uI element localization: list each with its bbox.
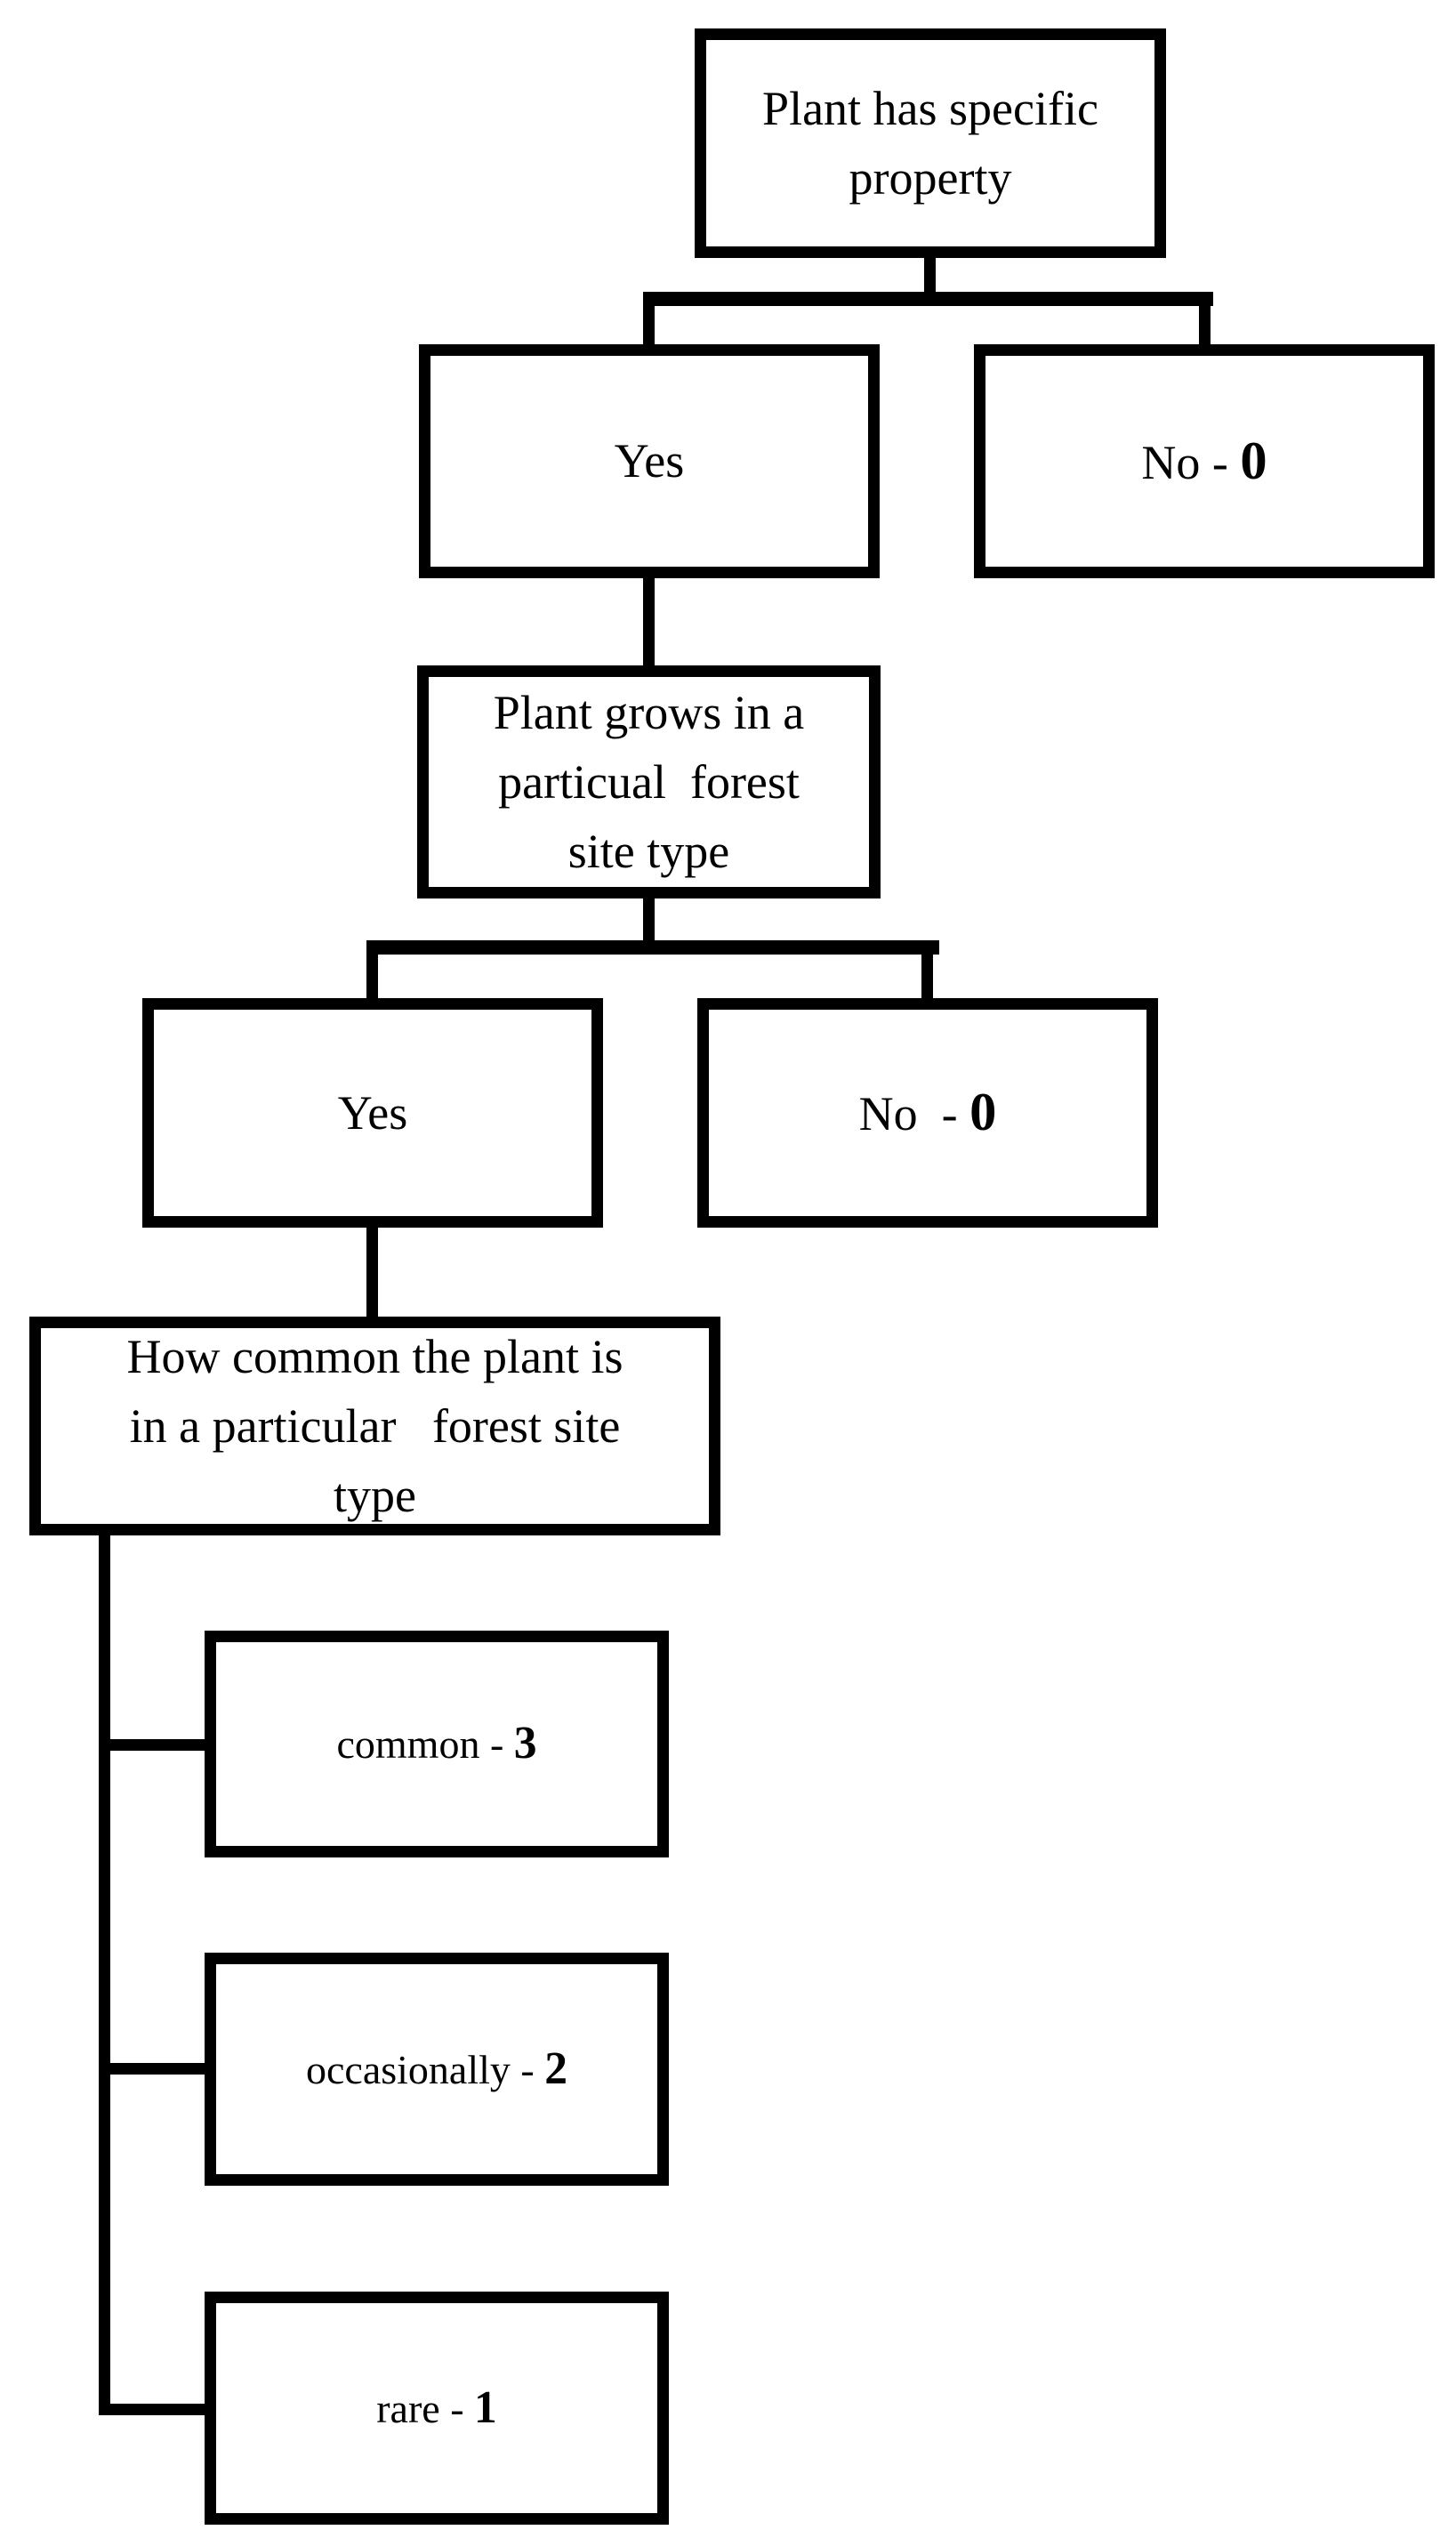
node-common-3: common - 3: [205, 1631, 669, 1857]
node-plant-grows-in-forest-site-type: Plant grows in a particual forest site t…: [417, 665, 881, 898]
node-label: Yes: [337, 1085, 408, 1140]
connector-level2-horizontal: [366, 940, 939, 955]
node-label: Plant grows in a particual forest site t…: [493, 685, 805, 879]
node-label: How common the plant is in a particular …: [126, 1329, 623, 1523]
node-score: 3: [513, 1718, 537, 1769]
node-no-level2: No - 0: [697, 998, 1158, 1228]
node-score: 0: [1240, 431, 1267, 491]
connector-drop-yes2: [366, 955, 378, 1001]
node-score: 2: [544, 2043, 567, 2094]
connector-level1-horizontal: [643, 292, 1213, 306]
connector-grows-down: [643, 897, 655, 946]
connector-drop-no1: [1199, 306, 1211, 347]
node-label: No -: [1141, 435, 1241, 489]
connector-stub-occasionally: [110, 2063, 208, 2075]
node-how-common-plant-is: How common the plant is in a particular …: [29, 1317, 720, 1535]
node-score: 0: [969, 1083, 997, 1143]
node-occasionally-2: occasionally - 2: [205, 1953, 669, 2186]
node-label: occasionally -: [306, 2046, 545, 2092]
connector-yes2-to-how-common: [366, 1226, 378, 1319]
node-label: No -: [858, 1087, 970, 1141]
connector-stub-common: [110, 1739, 208, 1751]
connector-stub-rare: [110, 2404, 208, 2415]
node-rare-1: rare - 1: [205, 2292, 669, 2525]
node-label: rare -: [376, 2385, 475, 2431]
node-yes-level2: Yes: [142, 998, 603, 1228]
connector-leaf-trunk: [99, 1534, 110, 2415]
connector-drop-yes1: [643, 306, 655, 347]
connector-drop-no2: [921, 955, 933, 1001]
connector-root-down: [924, 256, 936, 297]
connector-yes1-to-grows: [643, 576, 655, 668]
node-yes-level1: Yes: [419, 344, 880, 578]
node-label: Yes: [614, 434, 685, 488]
node-plant-has-specific-property: Plant has specific property: [695, 28, 1166, 258]
node-label: common -: [336, 1721, 514, 1768]
node-score: 1: [474, 2381, 497, 2433]
node-label: Plant has specific property: [762, 81, 1098, 205]
node-no-level1: No - 0: [974, 344, 1435, 578]
